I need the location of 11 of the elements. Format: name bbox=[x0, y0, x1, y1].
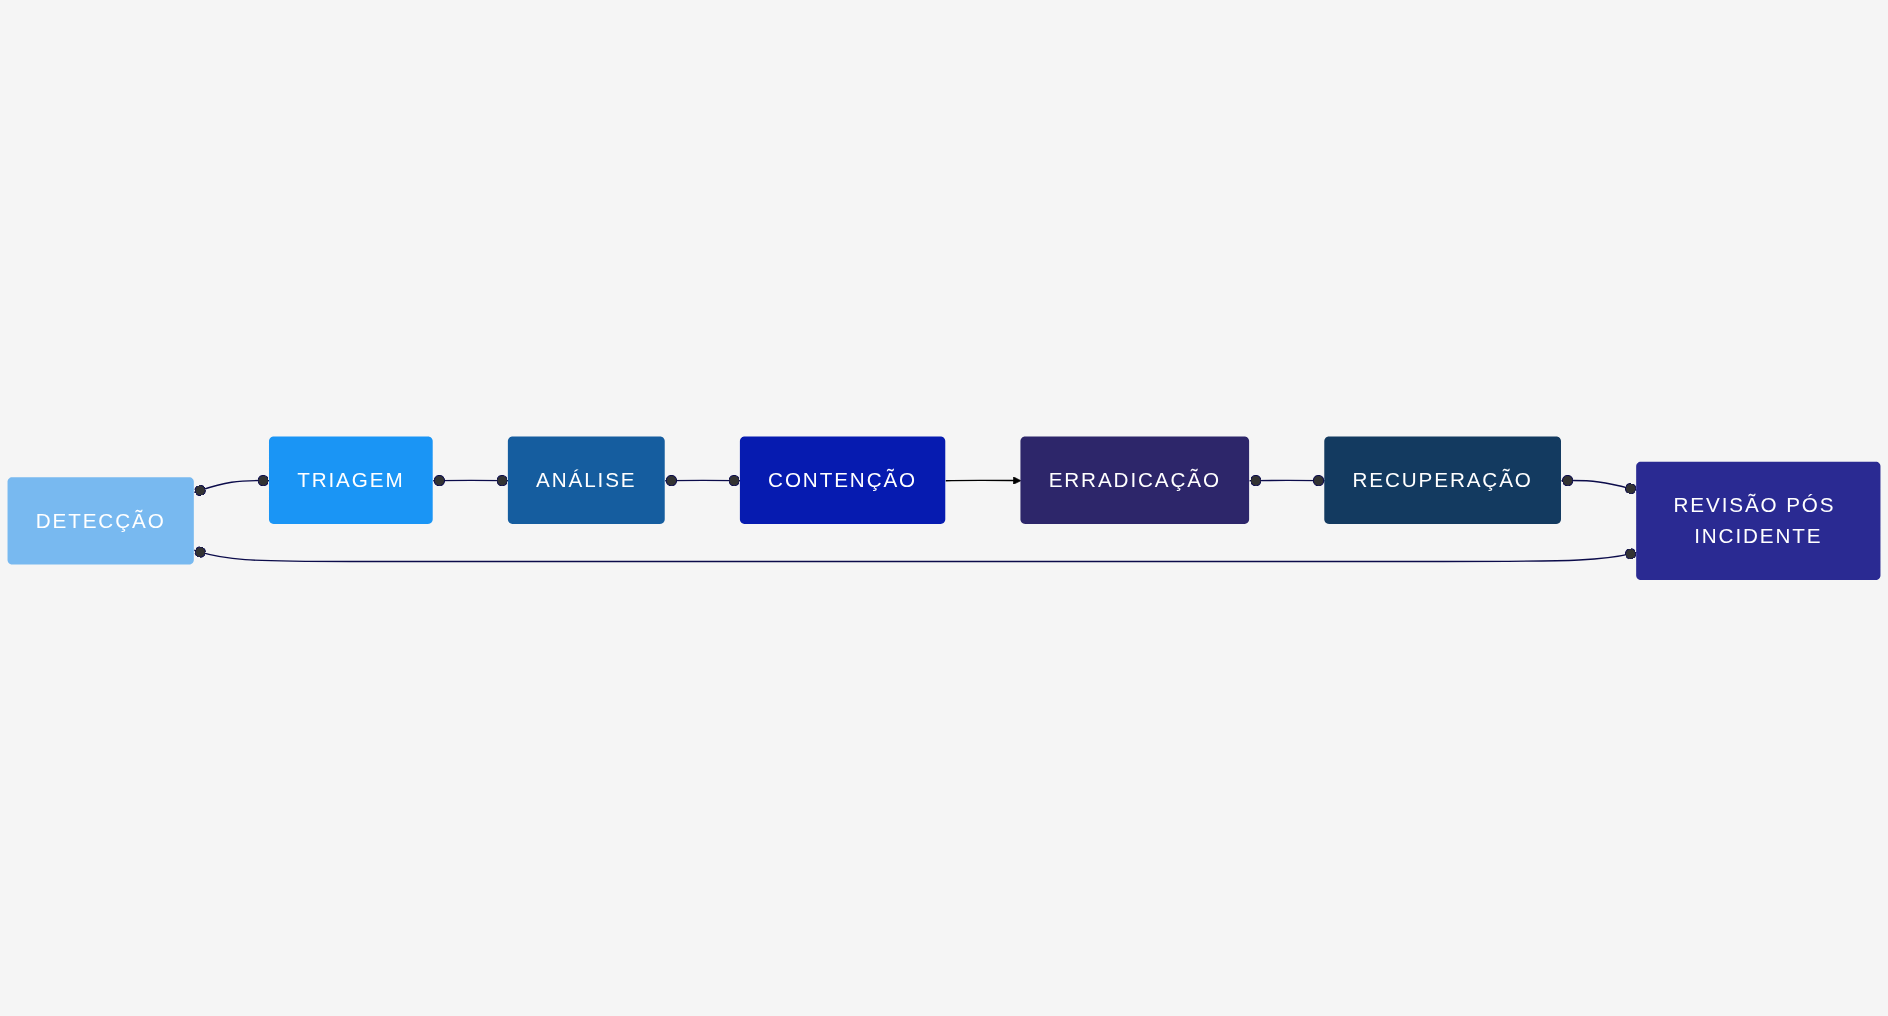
node-box: TRIAGEM bbox=[269, 436, 433, 524]
connector bbox=[193, 546, 1638, 562]
arrow bbox=[945, 476, 1022, 485]
node-box: DETECÇÃO bbox=[7, 476, 194, 565]
node-box: ERRADICAÇÃO bbox=[1020, 436, 1250, 524]
node-box: RECUPERAÇÃO bbox=[1324, 436, 1561, 524]
node-box: CONTENÇÃO bbox=[739, 436, 946, 524]
node-box: REVISÃO PÓS INCIDENTE bbox=[1636, 461, 1881, 580]
node-box: ANÁLISE bbox=[507, 436, 665, 524]
connector bbox=[1248, 474, 1326, 486]
connector bbox=[1560, 474, 1638, 495]
